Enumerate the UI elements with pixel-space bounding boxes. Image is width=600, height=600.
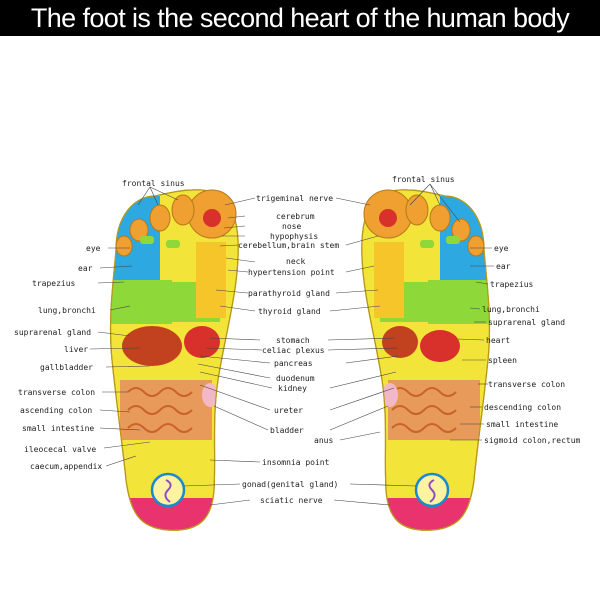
foot-reflexology-diagram: frontal sinus eye ear trapezius lung,bro… [14,175,581,531]
label-stomach: stomach [276,336,310,345]
label-right-descending-colon: descending colon [484,403,561,412]
label-sciatic-nerve: sciatic nerve [260,496,323,505]
label-left-gallbladder: gallbladder [40,363,93,372]
label-right-eye: eye [494,244,509,253]
left-toe-3 [149,204,171,232]
label-right-suprarenal-gland: suprarenal gland [488,318,565,327]
right-toe-2 [405,194,429,226]
labels-left: frontal sinus eye ear trapezius lung,bro… [14,179,185,471]
label-kidney: kidney [278,384,307,393]
label-neck: neck [286,257,305,266]
left-toe-4 [129,218,149,242]
label-left-frontal-sinus: frontal sinus [122,179,185,188]
label-ureter: ureter [274,406,303,415]
label-right-sigmoid-colon-rectum: sigmoid colon,rectum [484,436,581,445]
label-right-lung-bronchi: lung,bronchi [482,305,540,314]
right-intestine-zone [388,380,480,440]
page-title: The foot is the second heart of the huma… [0,0,600,36]
label-right-ear: ear [496,262,511,271]
label-left-caecum-appendix: caecum,appendix [30,462,102,471]
right-stomach-zone [382,326,418,358]
label-gonad: gonad(genital gland) [242,480,338,489]
left-liver-zone [122,326,182,366]
right-lung-zone [428,280,490,324]
label-left-suprarenal-gland: suprarenal gland [14,328,91,337]
label-pancreas: pancreas [274,359,313,368]
label-right-spleen: spleen [488,356,517,365]
label-nose: nose [282,222,301,231]
label-left-small-intestine: small intestine [22,424,94,433]
label-left-ileocecal-valve: ileocecal valve [24,445,96,454]
label-thyroid-gland: thyroid gland [258,307,321,316]
label-left-transverse-colon: transverse colon [18,388,95,397]
label-bladder: bladder [270,426,304,435]
label-duodenum: duodenum [276,374,315,383]
left-thyroid-zone [196,242,226,318]
labels-center: trigeminal nerve cerebrum nose hypophysi… [238,194,339,505]
label-right-frontal-sinus: frontal sinus [392,175,455,184]
label-insomnia-point: insomnia point [262,458,330,467]
left-toe-2 [171,194,195,226]
label-left-lung-bronchi: lung,bronchi [38,306,96,315]
right-toe-5 [467,235,485,257]
labels-right: frontal sinus eye ear trapezius lung,bro… [392,175,581,445]
left-stomach-zone [184,326,220,358]
right-foot [361,189,491,531]
label-celiac-plexus: celiac plexus [262,346,325,355]
label-hypophysis: hypophysis [270,232,318,241]
label-anus: anus [314,436,333,445]
right-toe-4 [451,218,471,242]
left-lung-zone [110,280,172,324]
leader-lines [89,183,494,506]
label-left-ear: ear [78,264,93,273]
left-toe-5 [115,235,133,257]
right-heart-zone [420,330,460,362]
right-thyroid-zone [374,242,404,318]
label-trigeminal-nerve: trigeminal nerve [256,194,333,203]
left-bladder-zone [202,383,218,407]
label-right-trapezius: trapezius [490,280,534,289]
right-toe-3 [429,204,451,232]
label-cerebrum: cerebrum [276,212,315,221]
label-left-eye: eye [86,244,101,253]
label-left-liver: liver [64,345,88,354]
right-bladder-zone [382,383,398,407]
left-foot [109,189,239,531]
label-left-ascending-colon: ascending colon [20,406,92,415]
label-hypertension-point: hypertension point [248,268,335,277]
label-right-small-intestine: small intestine [486,420,558,429]
label-right-transverse-colon: transverse colon [488,380,565,389]
label-cerebellum-brain-stem: cerebellum,brain stem [238,241,339,250]
label-left-trapezius: trapezius [32,279,76,288]
label-parathyroid-gland: parathyroid gland [248,289,330,298]
label-right-heart: heart [486,336,510,345]
